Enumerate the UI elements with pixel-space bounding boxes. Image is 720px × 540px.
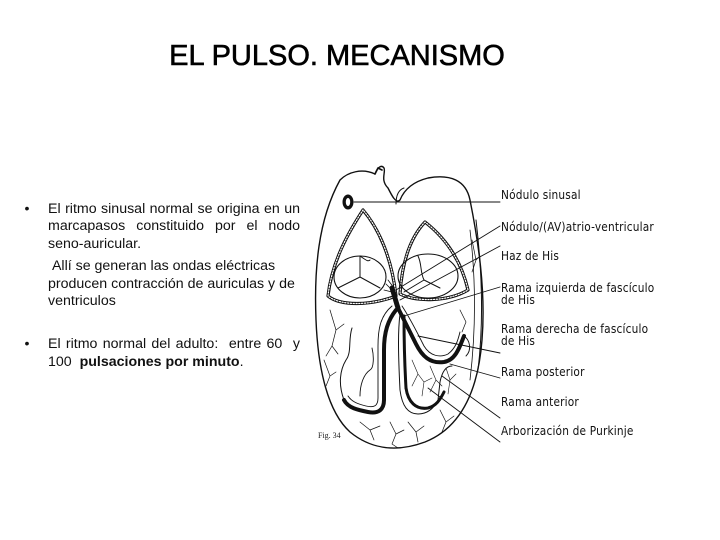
bullet-paragraph-rate: El ritmo normal del adulto: entre 60 y 1… [48, 336, 300, 371]
label-arborizacion-purkinje: Arborización de Purkinje [501, 424, 634, 439]
label-rama-derecha: Rama derecha de fascículo de His [501, 322, 648, 349]
label-haz-de-his: Haz de His [501, 249, 559, 264]
bullet-list: • El ritmo sinusal normal se origina en … [20, 201, 300, 371]
label-rama-posterior: Rama posterior [501, 365, 585, 380]
figure-caption: Fig. 34 [318, 431, 341, 440]
label-rama-anterior: Rama anterior [501, 395, 579, 410]
label-text: Rama derecha de fascículo [501, 322, 649, 336]
bullet-paragraph-origin: El ritmo sinusal normal se origina en un… [48, 201, 300, 252]
rate-text: El ritmo normal del adulto: entre 60 y 1… [48, 336, 308, 370]
heart-conduction-diagram: Fig. 34 Nódulo sinusal Nódulo/(AV)atrio-… [300, 160, 700, 460]
label-text-continued: de His [501, 334, 536, 348]
label-text: Rama izquierda de fascículo [501, 281, 655, 295]
label-rama-izquierda: Rama izquierda de fascículo de His [501, 281, 654, 308]
rate-period: . [239, 353, 244, 370]
slide-title: EL PULSO. MECANISMO [169, 40, 505, 73]
label-text: Rama anterior [501, 395, 579, 409]
bullet-marker: • [24, 336, 30, 353]
bullet-item-adult-rate: • El ritmo normal del adulto: entre 60 y… [20, 336, 300, 371]
label-text: Nódulo/(AV)atrio-ventricular [501, 220, 654, 234]
bullet-paragraph-waves: Allí se generan las ondas eléctricas pro… [48, 258, 299, 310]
label-text: Arborización de Purkinje [501, 424, 634, 438]
label-nodulo-av: Nódulo/(AV)atrio-ventricular [501, 220, 654, 235]
label-text: Haz de His [501, 249, 560, 263]
bullet-marker: • [24, 201, 30, 217]
heart-illustration [314, 165, 501, 449]
rate-unit-text: pulsaciones por minuto [75, 353, 240, 370]
label-nodulo-sinusal: Nódulo sinusal [501, 188, 581, 203]
label-text-continued: de His [501, 293, 536, 307]
label-text: Nódulo sinusal [501, 188, 581, 202]
label-text: Rama posterior [501, 365, 585, 379]
bullet-item-sinus-rhythm: • El ritmo sinusal normal se origina en … [20, 201, 300, 310]
